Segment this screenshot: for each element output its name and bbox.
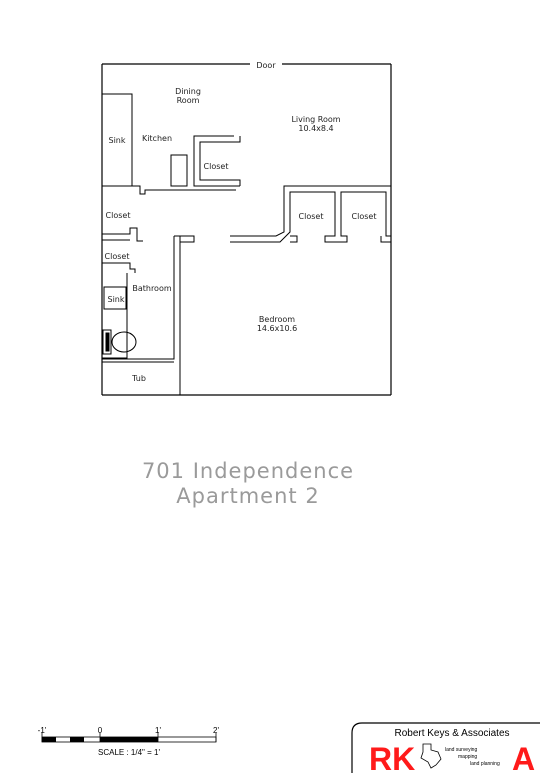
bathroom-sink-icon [103, 286, 127, 310]
bathroom-sink-label: Sink [107, 295, 124, 304]
kitchen-label: Kitchen [142, 134, 172, 143]
fixtures [102, 286, 174, 363]
texas-map-icon [420, 743, 442, 769]
toilet-icon [102, 329, 137, 355]
bathroom-label: Bathroom [132, 284, 172, 293]
kitchen-closet-label: Closet [204, 162, 229, 171]
logo-letter-a: A [512, 741, 535, 773]
logo-letters-rk: RK [369, 741, 415, 773]
outer-walls [101, 63, 392, 396]
bedroom-closet-2-label: Closet [352, 212, 377, 221]
dining-room-label: Dining [175, 87, 201, 96]
living-room-label: Living Room [291, 115, 340, 124]
scale-tick-2: 2' [213, 726, 219, 735]
service-land-surveying: land surveying [445, 747, 477, 753]
title-unit: Apartment 2 [176, 484, 319, 508]
bedroom-closet-1-label: Closet [299, 212, 324, 221]
company-logo: Robert Keys & Associates RK A land surve… [351, 722, 540, 773]
room-labels: Door Dining Room Kitchen Sink Closet Liv… [105, 61, 377, 383]
bedroom-dimensions: 14.6x10.6 [257, 324, 297, 333]
service-land-planning: land planning [470, 761, 500, 767]
company-name: Robert Keys & Associates [394, 728, 509, 739]
title-address: 701 Independence [142, 459, 354, 483]
scale-bar: -1' 0 1' 2' SCALE : 1/4" = 1' [38, 726, 220, 757]
scale-label: SCALE : 1/4" = 1' [98, 748, 160, 757]
door-label: Door [256, 61, 276, 70]
hall-closet-label: Closet [106, 211, 131, 220]
living-room-dimensions: 10.4x8.4 [298, 124, 333, 133]
interior-walls [102, 93, 391, 395]
scale-tick-neg1: -1' [38, 726, 47, 735]
bedroom-label: Bedroom [259, 315, 295, 324]
scale-tick-0: 0 [98, 726, 103, 735]
kitchen-sink-label: Sink [108, 136, 125, 145]
scale-tick-1: 1' [155, 726, 161, 735]
bath-closet-label: Closet [105, 252, 130, 261]
service-mapping: mapping [458, 754, 477, 760]
tub-label: Tub [131, 374, 146, 383]
dining-room-label-2: Room [177, 96, 200, 105]
